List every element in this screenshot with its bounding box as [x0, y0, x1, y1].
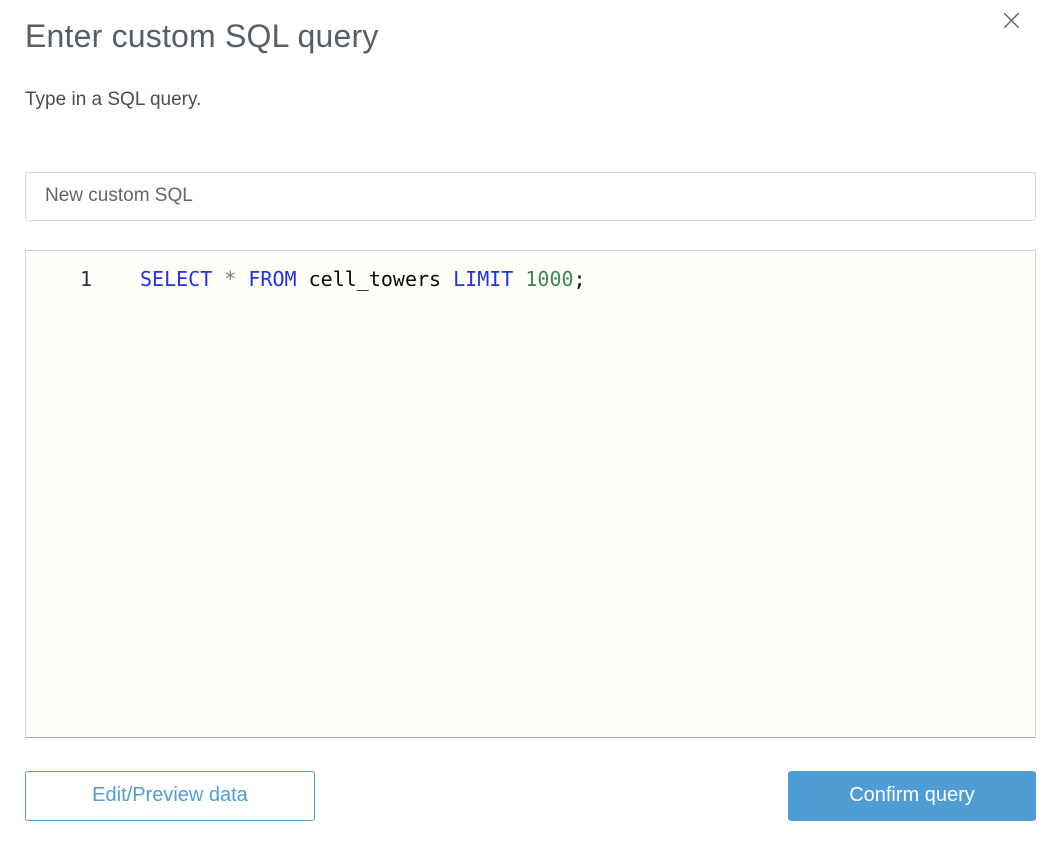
line-number: 1	[79, 266, 92, 291]
code-token-keyword: LIMIT	[453, 266, 514, 291]
dialog-header: Enter custom SQL query ×	[25, 0, 1036, 55]
custom-sql-name-input[interactable]	[25, 171, 1036, 221]
sql-code-content: SELECT * FROM cell_towers LIMIT 1000;	[140, 266, 586, 293]
code-token-plain: cell_towers	[308, 266, 442, 291]
code-token-number: 1000	[525, 266, 574, 291]
code-token-plain	[212, 267, 224, 291]
code-token-plain	[513, 267, 525, 291]
code-token-plain	[236, 267, 248, 291]
code-token-plain	[441, 267, 453, 291]
code-token-plain	[297, 267, 309, 291]
code-token-keyword: SELECT	[140, 266, 213, 291]
confirm-query-button[interactable]: Confirm query	[788, 770, 1036, 821]
sql-code-editor[interactable]: 1 SELECT * FROM cell_towers LIMIT 1000;	[25, 249, 1036, 738]
code-token-operator: *	[224, 266, 237, 291]
code-line: 1 SELECT * FROM cell_towers LIMIT 1000;	[26, 251, 1035, 293]
page-title: Enter custom SQL query	[25, 18, 379, 54]
code-token-keyword: FROM	[248, 266, 297, 291]
close-icon: ×	[998, 3, 1024, 38]
close-button[interactable]: ×	[995, 4, 1028, 38]
dialog-footer: Edit/Preview data Confirm query	[25, 770, 1036, 821]
edit-preview-data-button[interactable]: Edit/Preview data	[25, 770, 315, 821]
dialog-subtitle: Type in a SQL query.	[25, 88, 202, 110]
code-token-plain: ;	[573, 266, 586, 291]
